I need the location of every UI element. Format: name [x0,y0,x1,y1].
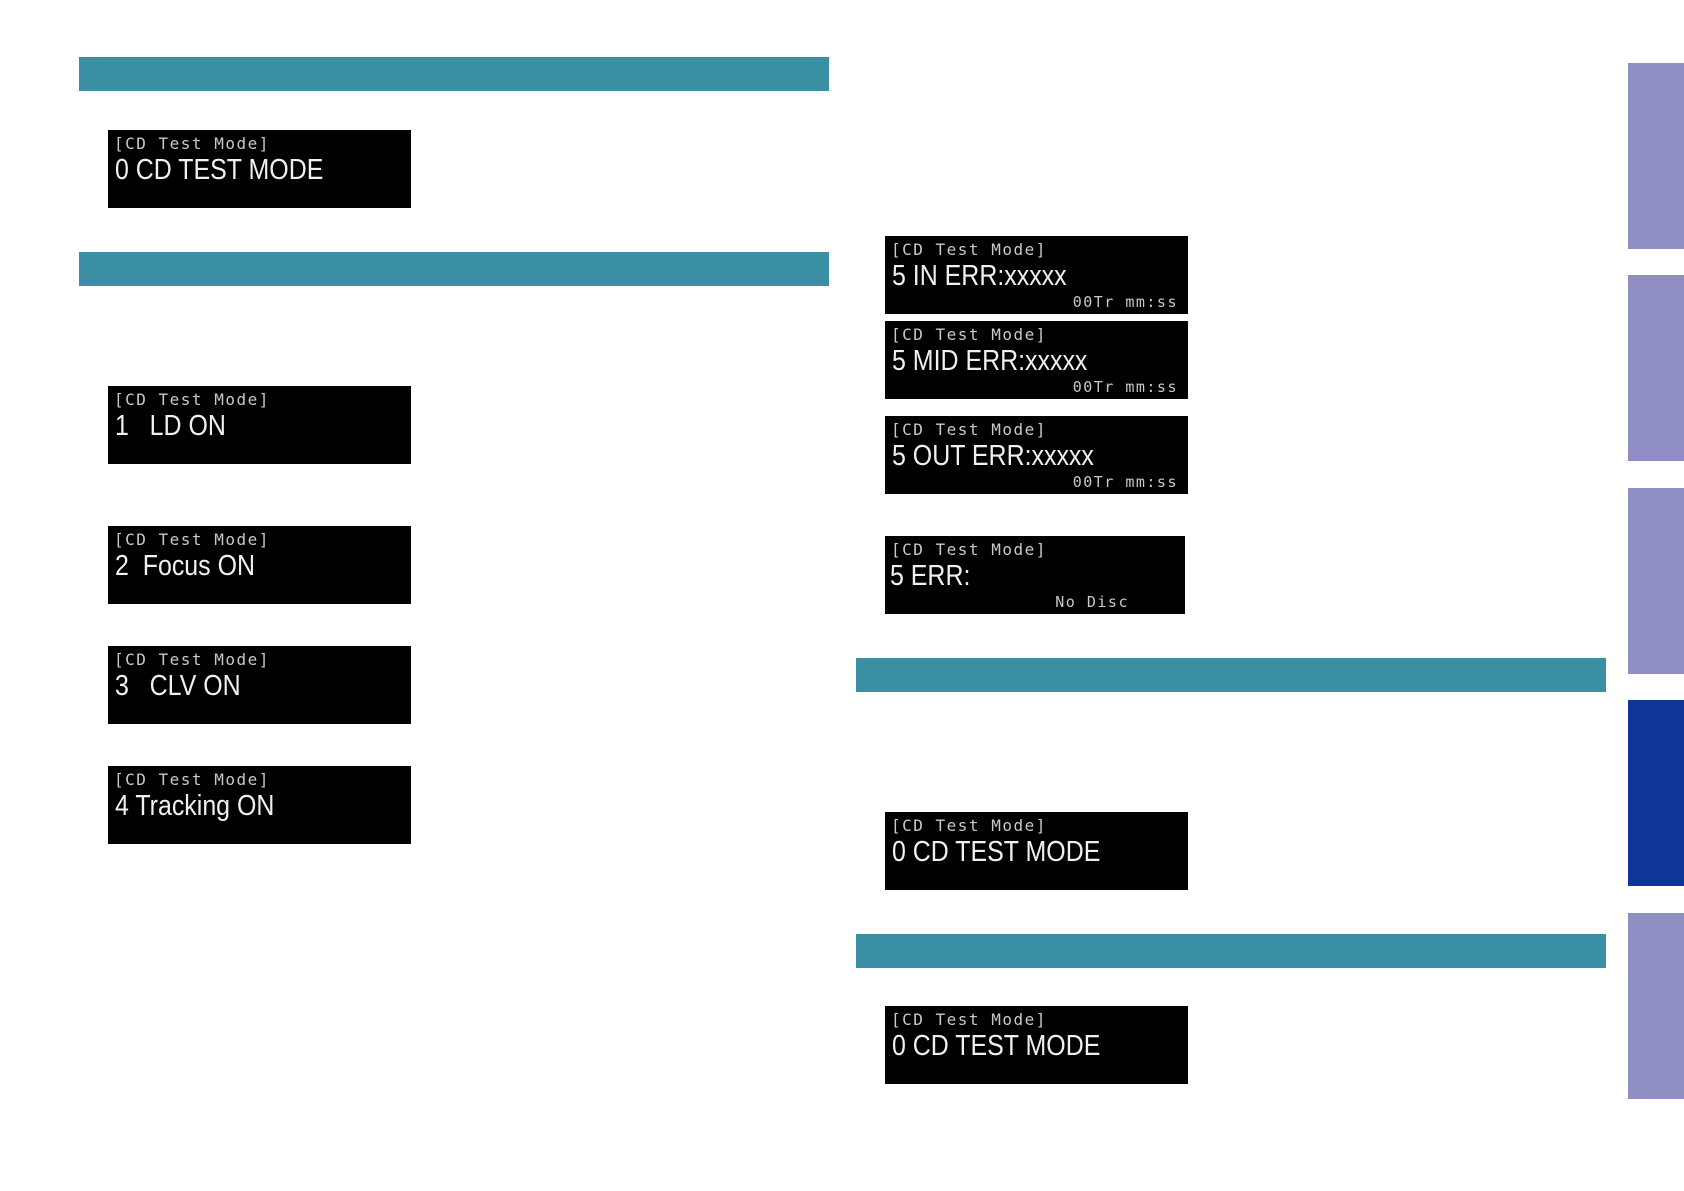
lcd-header-text: [CD Test Mode] [891,240,1047,259]
lcd-display-out-err: [CD Test Mode] 5 OUT ERR:xxxxx 00Tr mm:s… [885,416,1188,494]
section-header-bar [856,934,1606,968]
side-chapter-tab-active[interactable] [1628,700,1684,886]
lcd-header-text: [CD Test Mode] [114,390,270,409]
lcd-main-text: 1 LD ON [115,410,226,442]
lcd-header-text: [CD Test Mode] [114,650,270,669]
lcd-main-text: 5 ERR: [890,560,971,592]
section-header-bar [856,658,1606,692]
lcd-display-clv-on: [CD Test Mode] 3 CLV ON [108,646,411,724]
lcd-display-tracking-on: [CD Test Mode] 4 Tracking ON [108,766,411,844]
lcd-header-text: [CD Test Mode] [114,134,270,153]
lcd-display-mid-err: [CD Test Mode] 5 MID ERR:xxxxx 00Tr mm:s… [885,321,1188,399]
lcd-header-text: [CD Test Mode] [891,325,1047,344]
lcd-main-text: 5 MID ERR:xxxxx [892,345,1088,377]
lcd-main-text: 0 CD TEST MODE [115,154,324,186]
lcd-main-text: 0 CD TEST MODE [892,836,1101,868]
lcd-sub-text: 00Tr mm:ss [1072,293,1178,311]
lcd-main-text: 5 OUT ERR:xxxxx [892,440,1094,472]
side-chapter-tab[interactable] [1628,63,1684,249]
lcd-main-text: 5 IN ERR:xxxxx [892,260,1067,292]
lcd-main-text: 3 CLV ON [115,670,241,702]
lcd-main-text: 2 Focus ON [115,550,255,582]
lcd-display-no-disc: [CD Test Mode] 5 ERR: No Disc [885,536,1185,614]
section-header-bar [79,252,829,286]
lcd-display-cd-test-mode: [CD Test Mode] 0 CD TEST MODE [885,1006,1188,1084]
lcd-main-text: 4 Tracking ON [115,790,275,822]
lcd-display-in-err: [CD Test Mode] 5 IN ERR:xxxxx 00Tr mm:ss [885,236,1188,314]
side-chapter-tab[interactable] [1628,275,1684,461]
lcd-display-cd-test-mode: [CD Test Mode] 0 CD TEST MODE [885,812,1188,890]
lcd-header-text: [CD Test Mode] [891,816,1047,835]
lcd-header-text: [CD Test Mode] [891,420,1047,439]
side-chapter-tab[interactable] [1628,488,1684,674]
lcd-header-text: [CD Test Mode] [891,1010,1047,1029]
lcd-display-cd-test-mode: [CD Test Mode] 0 CD TEST MODE [108,130,411,208]
lcd-main-text: 0 CD TEST MODE [892,1030,1101,1062]
lcd-sub-text: 00Tr mm:ss [1072,473,1178,491]
lcd-header-text: [CD Test Mode] [114,770,270,789]
lcd-sub-text: No Disc [1055,593,1129,611]
lcd-display-ld-on: [CD Test Mode] 1 LD ON [108,386,411,464]
section-header-bar [79,57,829,91]
lcd-display-focus-on: [CD Test Mode] 2 Focus ON [108,526,411,604]
lcd-sub-text: 00Tr mm:ss [1072,378,1178,396]
lcd-header-text: [CD Test Mode] [891,540,1047,559]
lcd-header-text: [CD Test Mode] [114,530,270,549]
side-chapter-tab[interactable] [1628,913,1684,1099]
